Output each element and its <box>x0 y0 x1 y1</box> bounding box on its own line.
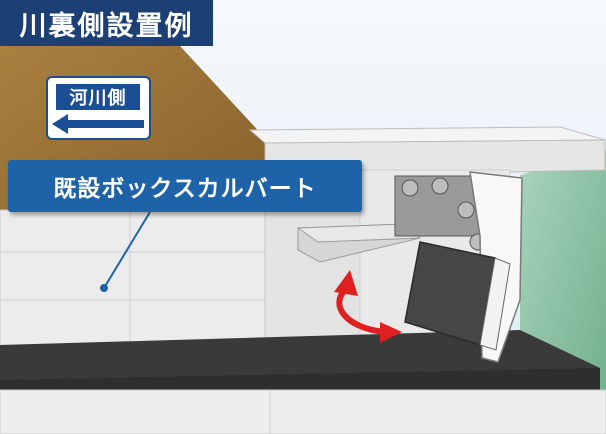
flap-gate-edge <box>479 257 511 351</box>
callout-leader-dot <box>100 284 108 292</box>
culvert-callout: 既設ボックスカルバート <box>8 160 362 212</box>
base-slab <box>0 389 606 434</box>
rotation-arrow-head-top <box>334 270 358 296</box>
rotation-arrow <box>336 287 388 335</box>
river-side-label: 河川側 <box>56 84 140 110</box>
river-side-indicator: 河川側 <box>46 76 151 140</box>
flap-shelf-top <box>296 223 422 243</box>
callout-label: 既設ボックスカルバート <box>53 176 317 202</box>
callout-leader <box>103 211 151 289</box>
hinge-bolt <box>401 179 419 197</box>
floor-edge <box>0 368 600 392</box>
hinge-bolt <box>457 201 475 219</box>
hinge-bolt <box>431 177 449 195</box>
title-text: 川裏側設置例 <box>19 10 194 42</box>
left-arrow-icon <box>52 114 144 134</box>
title-banner: 川裏側設置例 <box>0 0 213 46</box>
rotation-arrow-head-bottom <box>380 322 402 343</box>
